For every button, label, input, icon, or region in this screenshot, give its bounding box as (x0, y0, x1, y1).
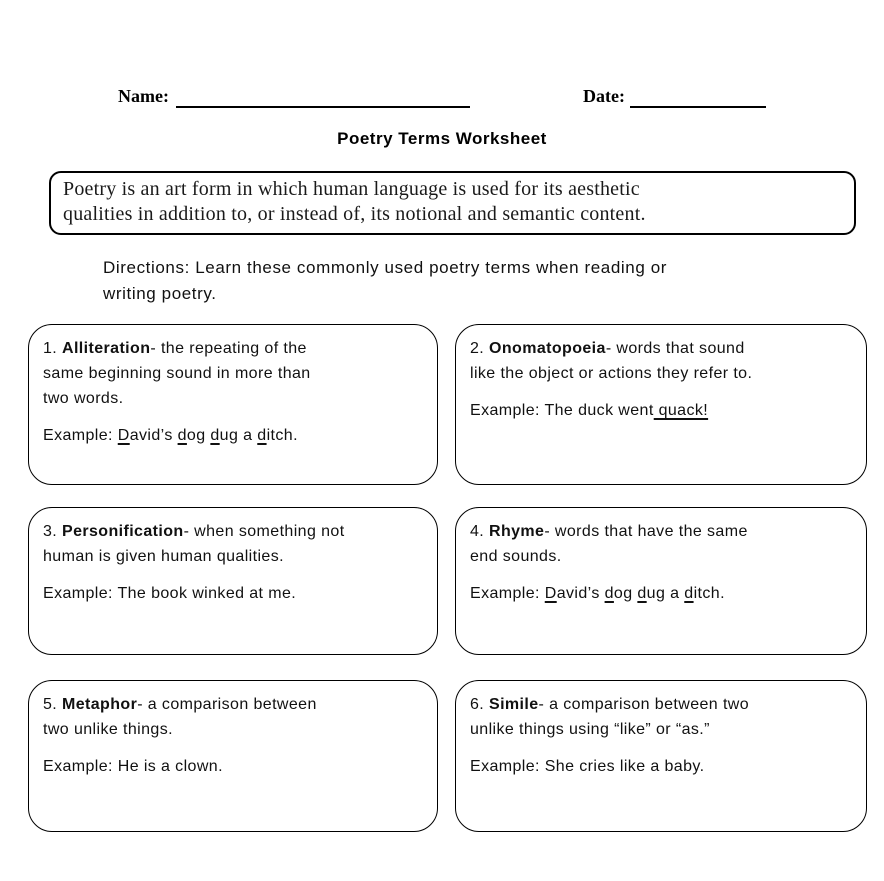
name-label: Name: (118, 86, 169, 106)
name-blank-line (176, 88, 470, 108)
date-label: Date: (583, 86, 625, 106)
page-title: Poetry Terms Worksheet (337, 129, 547, 148)
term-example: Example: The book winked at me. (43, 585, 297, 602)
term-example: Example: The duck went quack! (470, 402, 709, 419)
term-example: Example: David’s dog dug a ditch. (470, 585, 725, 602)
date-blank-line (630, 88, 766, 108)
term-example: Example: She cries like a baby. (470, 758, 705, 775)
intro-text: Poetry is an art form in which human lan… (63, 178, 646, 225)
term-example: Example: David’s dog dug a ditch. (43, 427, 298, 444)
term-example: Example: He is a clown. (43, 758, 223, 775)
directions-text: Directions: Learn these commonly used po… (103, 258, 668, 303)
intro-box: Poetry is an art form in which human lan… (49, 171, 856, 235)
